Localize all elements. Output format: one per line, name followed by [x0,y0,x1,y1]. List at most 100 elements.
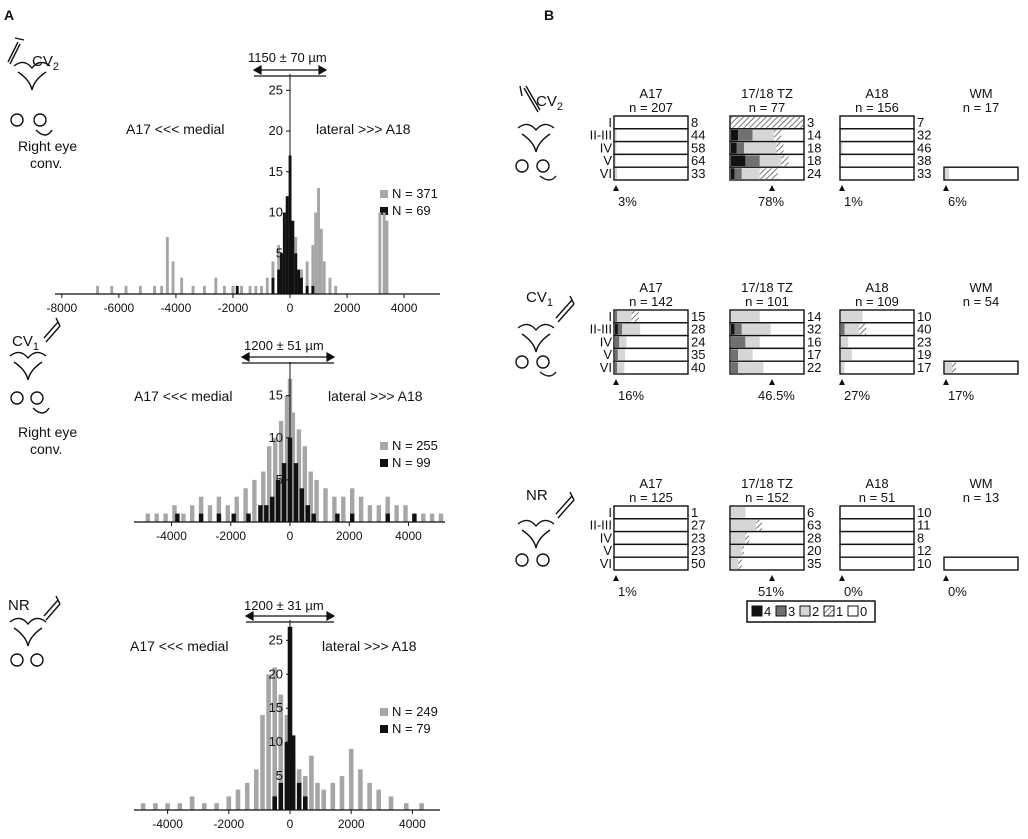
bar-all-cells [138,285,142,294]
area-n: n = 156 [855,100,899,115]
bar-all-cells [314,479,319,522]
bar-all-cells [273,437,278,522]
pct-arrow [943,575,949,581]
layer-count: 11 [917,518,931,533]
bar-all-cells [309,755,314,810]
bar-all-cells [322,261,326,294]
fill-level-1 [738,558,742,569]
y-tick-label: 10 [269,734,283,749]
y-tick-label: 20 [269,666,283,681]
bar-callosal-cells [311,513,316,522]
legend-gray: N = 249 [392,704,438,719]
fill-level-2 [731,545,742,557]
pct-label: 6% [948,194,967,209]
bar-all-cells [265,277,269,294]
lateral-label: lateral >>> A18 [328,388,423,404]
bar-all-cells [315,782,320,810]
bar-all-cells [202,803,207,810]
layer-count: 14 [807,128,821,143]
layer-bar [839,505,915,520]
x-tick-label: 0 [287,301,294,315]
layer-label: V [603,543,612,558]
bar-all-cells [330,782,336,810]
bar-all-cells [385,496,390,522]
layer-count: 19 [917,347,931,362]
layer-count: 15 [691,309,705,324]
area-n: n = 77 [749,100,786,115]
fill-level-3 [615,362,618,373]
x-tick-label: 4000 [391,301,418,315]
fill-level-2 [731,558,739,569]
area-n: n = 101 [745,294,789,309]
bar-callosal-cells [350,513,355,522]
layer-count: 3 [807,115,814,130]
width-label: 1150 ± 70 µm [248,50,327,65]
condition-label: CV2 [32,53,59,73]
bar-all-cells [260,715,265,810]
pct-arrow [613,185,619,191]
bar-callosal-cells [231,513,236,522]
x-tick-label: -2000 [218,301,249,315]
bar-all-cells [214,277,218,294]
bar-all-cells [191,285,195,294]
fill-level-3 [731,362,739,373]
bar-all-cells [317,188,320,294]
area-title: A18 [865,280,888,295]
layer-label: II-III [590,518,612,533]
layer-count: 6 [807,505,814,520]
bar-all-cells [438,513,444,522]
legend-gray: N = 371 [392,186,438,201]
medial-label: A17 <<< medial [126,121,224,137]
fill-level-1 [741,545,744,557]
bar-callosal-cells [297,269,300,294]
bar-all-cells [394,505,399,522]
bar-callosal-cells [291,220,295,294]
pct-label: 0% [948,584,967,599]
bar-all-cells [302,446,307,522]
wm-bar [943,360,1019,375]
fill-level-2 [731,519,757,531]
fill-level-2 [841,336,849,348]
legend-swatch-gray [380,442,388,450]
layer-bar [613,518,689,533]
bar-all-cells [189,796,195,810]
fill-level-3 [615,311,618,322]
layer-bar [839,543,915,558]
pct-label: 51% [758,584,784,599]
bar-all-cells [290,412,296,522]
layer-bar [839,153,915,168]
bar-all-cells [334,285,338,294]
bar-all-cells [190,505,195,522]
area-title: WM [969,280,992,295]
bar-all-cells [198,496,204,522]
fill-level-2 [615,155,616,167]
fill-level-1 [781,155,789,167]
wm-fill-hatch [952,362,956,373]
layer-count: 35 [691,347,705,362]
fill-level-2 [617,349,626,361]
fill-level-2 [741,168,760,179]
bar-callosal-cells [300,277,303,294]
fill-level-1 [859,323,867,335]
pct-arrow [769,575,775,581]
pct-label: 27% [844,388,870,403]
bar-callosal-cells [293,463,299,522]
bar-all-cells [223,285,226,294]
bar-all-cells [140,803,146,810]
bar-all-cells [404,803,409,810]
fill-level-4 [731,155,746,167]
area-title: 17/18 TZ [741,476,793,491]
bar-callosal-cells [335,513,340,522]
x-tick-label: -4000 [161,301,192,315]
fill-level-3 [734,168,742,179]
histogram-cv1: CV1 Right eye conv. A17 <<< medial later… [9,317,445,543]
layer-bar [839,360,915,375]
layer-count: 18 [807,153,821,168]
layer-count: 24 [691,334,705,349]
layer-bar [839,334,915,350]
x-tick-label: -6000 [104,301,135,315]
